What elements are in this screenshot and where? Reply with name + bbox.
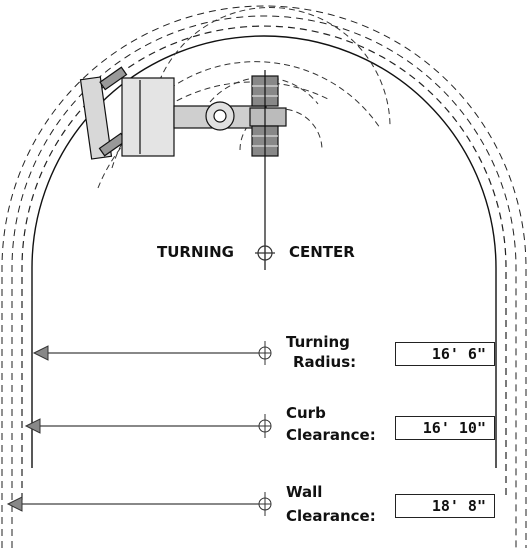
loader-arm-upper bbox=[99, 66, 128, 91]
wall-clearance-label-line2: Clearance: bbox=[286, 507, 376, 525]
wall-clearance-value: 18' 8" bbox=[395, 494, 495, 518]
turning-center-label-left: TURNING bbox=[157, 243, 234, 261]
wall-clearance-line bbox=[6, 492, 272, 516]
wall-clearance-label-line1: Wall bbox=[286, 483, 323, 501]
turning-radius-value: 16' 6" bbox=[395, 342, 495, 366]
wall-boundary bbox=[1, 5, 527, 548]
turning-center-label-right: CENTER bbox=[289, 243, 355, 261]
turning-path bbox=[31, 35, 497, 468]
curb-clearance-label-line2: Clearance: bbox=[286, 426, 376, 444]
loader-vehicle bbox=[79, 66, 287, 160]
curb-clearance-line bbox=[24, 414, 272, 438]
loader-bucket bbox=[79, 76, 113, 160]
turning-center-marker bbox=[255, 245, 275, 261]
curb-line bbox=[21, 25, 507, 500]
rear-axle bbox=[249, 107, 287, 127]
turning-radius-label-line2: Radius: bbox=[293, 353, 357, 371]
turning-radius-label-line1: Turning bbox=[286, 333, 350, 351]
turning-radius-line bbox=[32, 341, 272, 365]
curb-clearance-value: 16' 10" bbox=[395, 416, 495, 440]
curb-clearance-label-line1: Curb bbox=[286, 404, 326, 422]
loader-body-front bbox=[121, 77, 175, 157]
